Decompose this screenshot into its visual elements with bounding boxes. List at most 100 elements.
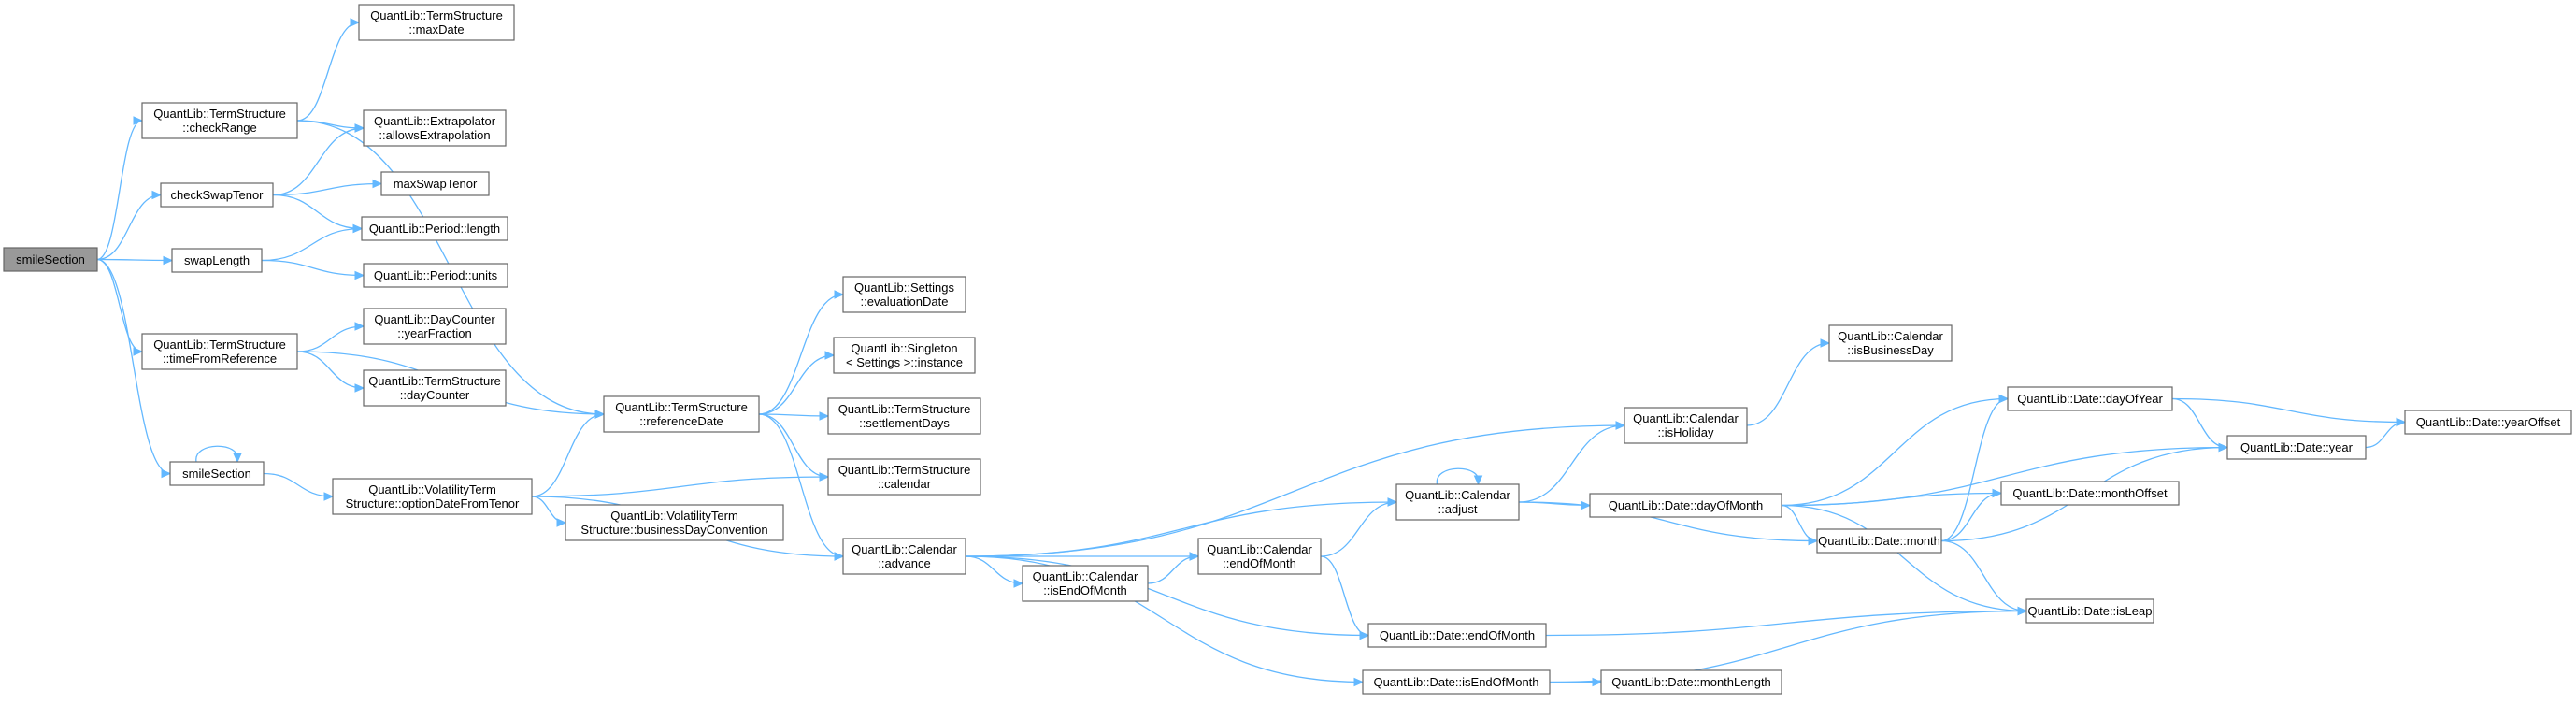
node-label-line: ::evaluationDate <box>861 295 949 309</box>
node-label-line: maxSwapTenor <box>394 177 478 191</box>
node-box <box>1828 324 1953 362</box>
node-date-month-offset[interactable]: QuantLib::Date::monthOffset <box>2000 481 2180 506</box>
node-vts-option-date[interactable]: QuantLib::VolatilityTermStructure::optio… <box>332 478 533 515</box>
node-extrap-allows[interactable]: QuantLib::Extrapolator::allowsExtrapolat… <box>363 109 507 147</box>
edge-ts-reference-date-to-cal-advance <box>758 413 845 561</box>
node-box <box>2007 386 2173 411</box>
node-box <box>842 538 966 575</box>
node-date-year-offset[interactable]: QuantLib::Date::yearOffset <box>2404 410 2572 435</box>
node-label-line: ::allowsExtrapolation <box>379 128 490 142</box>
node-ts-day-counter[interactable]: QuantLib::TermStructure::dayCounter <box>363 369 507 407</box>
node-box <box>363 263 508 288</box>
node-ts-check-range[interactable]: QuantLib::TermStructure::checkRange <box>141 102 298 139</box>
edge-vts-option-date-to-vts-bdc <box>531 496 567 527</box>
node-cal-advance[interactable]: QuantLib::Calendar::advance <box>842 538 966 575</box>
node-date-end-of-month[interactable]: QuantLib::Date::endOfMonth <box>1367 623 1547 648</box>
node-smile-section-root: smileSection <box>3 247 98 272</box>
node-ts-max-date[interactable]: QuantLib::TermStructure::maxDate <box>358 4 515 41</box>
node-box <box>363 109 507 147</box>
node-box <box>827 458 981 496</box>
edge-date-day-of-month-to-date-month <box>1781 504 1819 546</box>
node-period-units[interactable]: QuantLib::Period::units <box>363 263 508 288</box>
node-label-line: QuantLib::Settings <box>854 280 954 295</box>
node-label-line: QuantLib::Date::isLeap <box>2028 604 2153 618</box>
node-label-line: QuantLib::Date::dayOfMonth <box>1609 498 1763 512</box>
node-box <box>169 461 265 486</box>
node-date-is-end-of-month[interactable]: QuantLib::Date::isEndOfMonth <box>1362 669 1551 695</box>
node-ts-calendar[interactable]: QuantLib::TermStructure::calendar <box>827 458 981 496</box>
node-box <box>363 369 507 407</box>
node-check-swap-tenor[interactable]: checkSwapTenor <box>160 182 274 208</box>
node-ts-settlement-days[interactable]: QuantLib::TermStructure::settlementDays <box>827 397 981 435</box>
node-settings-eval[interactable]: QuantLib::Settings::evaluationDate <box>842 276 966 313</box>
edge-date-end-of-month-to-date-is-leap <box>1545 606 2028 637</box>
node-box <box>1367 623 1547 648</box>
node-label-line: QuantLib::Calendar <box>1633 411 1739 425</box>
edge-date-day-of-year-to-date-year-offset <box>2171 397 2407 427</box>
node-vts-bdc[interactable]: QuantLib::VolatilityTermStructure::busin… <box>565 504 784 541</box>
node-box <box>1600 669 1782 695</box>
node-label-line: ::calendar <box>878 477 932 491</box>
node-period-length[interactable]: QuantLib::Period::length <box>361 216 508 241</box>
node-label-line: QuantLib::TermStructure <box>153 338 286 352</box>
node-box <box>141 102 298 139</box>
node-date-year[interactable]: QuantLib::Date::year <box>2226 435 2367 460</box>
node-dc-year-fraction[interactable]: QuantLib::DayCounter::yearFraction <box>363 308 507 345</box>
edge-cal-adjust-to-cal-is-holiday <box>1518 421 1626 503</box>
edge-date-day-of-month-to-date-is-leap <box>1781 504 2028 616</box>
node-label-line: swapLength <box>184 253 250 267</box>
node-box <box>1589 493 1782 518</box>
node-box <box>141 333 298 370</box>
node-box <box>171 248 263 273</box>
node-label-line: QuantLib::VolatilityTerm <box>368 482 496 496</box>
edge-check-swap-tenor-to-max-swap-tenor <box>272 179 383 196</box>
node-box <box>842 276 966 313</box>
node-box <box>361 216 508 241</box>
node-label-line: QuantLib::Date::monthLength <box>1611 675 1771 689</box>
node-label-line: QuantLib::Calendar <box>1033 569 1138 583</box>
node-label-line: ::yearFraction <box>397 326 471 340</box>
node-label-line: QuantLib::Date::monthOffset <box>2012 486 2168 500</box>
node-label-line: QuantLib::Period::length <box>369 222 500 236</box>
edge-cal-adjust-to-cal-adjust <box>1436 467 1483 486</box>
node-label-line: QuantLib::Date::month <box>1818 534 1940 548</box>
node-label-line: QuantLib::Singleton <box>851 341 957 355</box>
node-cal-is-holiday[interactable]: QuantLib::Calendar::isHoliday <box>1624 407 1748 444</box>
node-label-line: QuantLib::Period::units <box>374 268 498 282</box>
node-smile-section-self[interactable]: smileSection <box>169 461 265 486</box>
node-date-month[interactable]: QuantLib::Date::month <box>1816 528 1942 554</box>
node-label-line: ::referenceDate <box>639 414 723 428</box>
node-cal-end-of-month[interactable]: QuantLib::Calendar::endOfMonth <box>1197 538 1322 575</box>
node-cal-adjust[interactable]: QuantLib::Calendar::adjust <box>1395 483 1520 521</box>
node-box <box>380 171 490 196</box>
node-cal-is-business-day[interactable]: QuantLib::Calendar::isBusinessDay <box>1828 324 1953 362</box>
edge-swap-length-to-period-length <box>261 223 364 262</box>
edge-swap-length-to-period-units <box>261 259 365 280</box>
node-swap-length[interactable]: swapLength <box>171 248 263 273</box>
edge-date-month-to-date-day-of-year <box>1940 394 2010 542</box>
node-ts-reference-date[interactable]: QuantLib::TermStructure::referenceDate <box>603 395 760 433</box>
edge-cal-advance-to-date-is-end-of-month <box>965 555 1365 687</box>
node-label-line: < Settings >::instance <box>846 355 963 369</box>
call-graph-nodes: smileSection QuantLib::TermStructure::max… <box>3 4 2572 695</box>
edge-smile-section-root-to-smile-section-self <box>96 258 172 479</box>
node-date-day-of-month[interactable]: QuantLib::Date::dayOfMonth <box>1589 493 1782 518</box>
edge-date-year-to-date-year-offset <box>2365 417 2407 449</box>
node-label-line: QuantLib::Date::isEndOfMonth <box>1373 675 1538 689</box>
node-max-swap-tenor[interactable]: maxSwapTenor <box>380 171 490 196</box>
node-box <box>1395 483 1520 521</box>
node-cal-is-end-of-month[interactable]: QuantLib::Calendar::isEndOfMonth <box>1022 565 1149 602</box>
node-box <box>1624 407 1748 444</box>
node-label-line: checkSwapTenor <box>171 188 265 202</box>
node-label-line: QuantLib::TermStructure <box>370 8 503 22</box>
node-date-month-length[interactable]: QuantLib::Date::monthLength <box>1600 669 1782 695</box>
node-label-line: QuantLib::DayCounter <box>374 312 495 326</box>
edge-ts-check-range-to-ts-max-date <box>296 18 361 122</box>
node-singleton-instance[interactable]: QuantLib::Singleton< Settings >::instanc… <box>833 337 976 374</box>
node-date-is-leap[interactable]: QuantLib::Date::isLeap <box>2025 598 2154 624</box>
node-box <box>358 4 515 41</box>
node-date-day-of-year[interactable]: QuantLib::Date::dayOfYear <box>2007 386 2173 411</box>
node-ts-time-from-reference[interactable]: QuantLib::TermStructure::timeFromReferen… <box>141 333 298 370</box>
edge-smile-section-self-to-smile-section-self <box>195 445 242 464</box>
